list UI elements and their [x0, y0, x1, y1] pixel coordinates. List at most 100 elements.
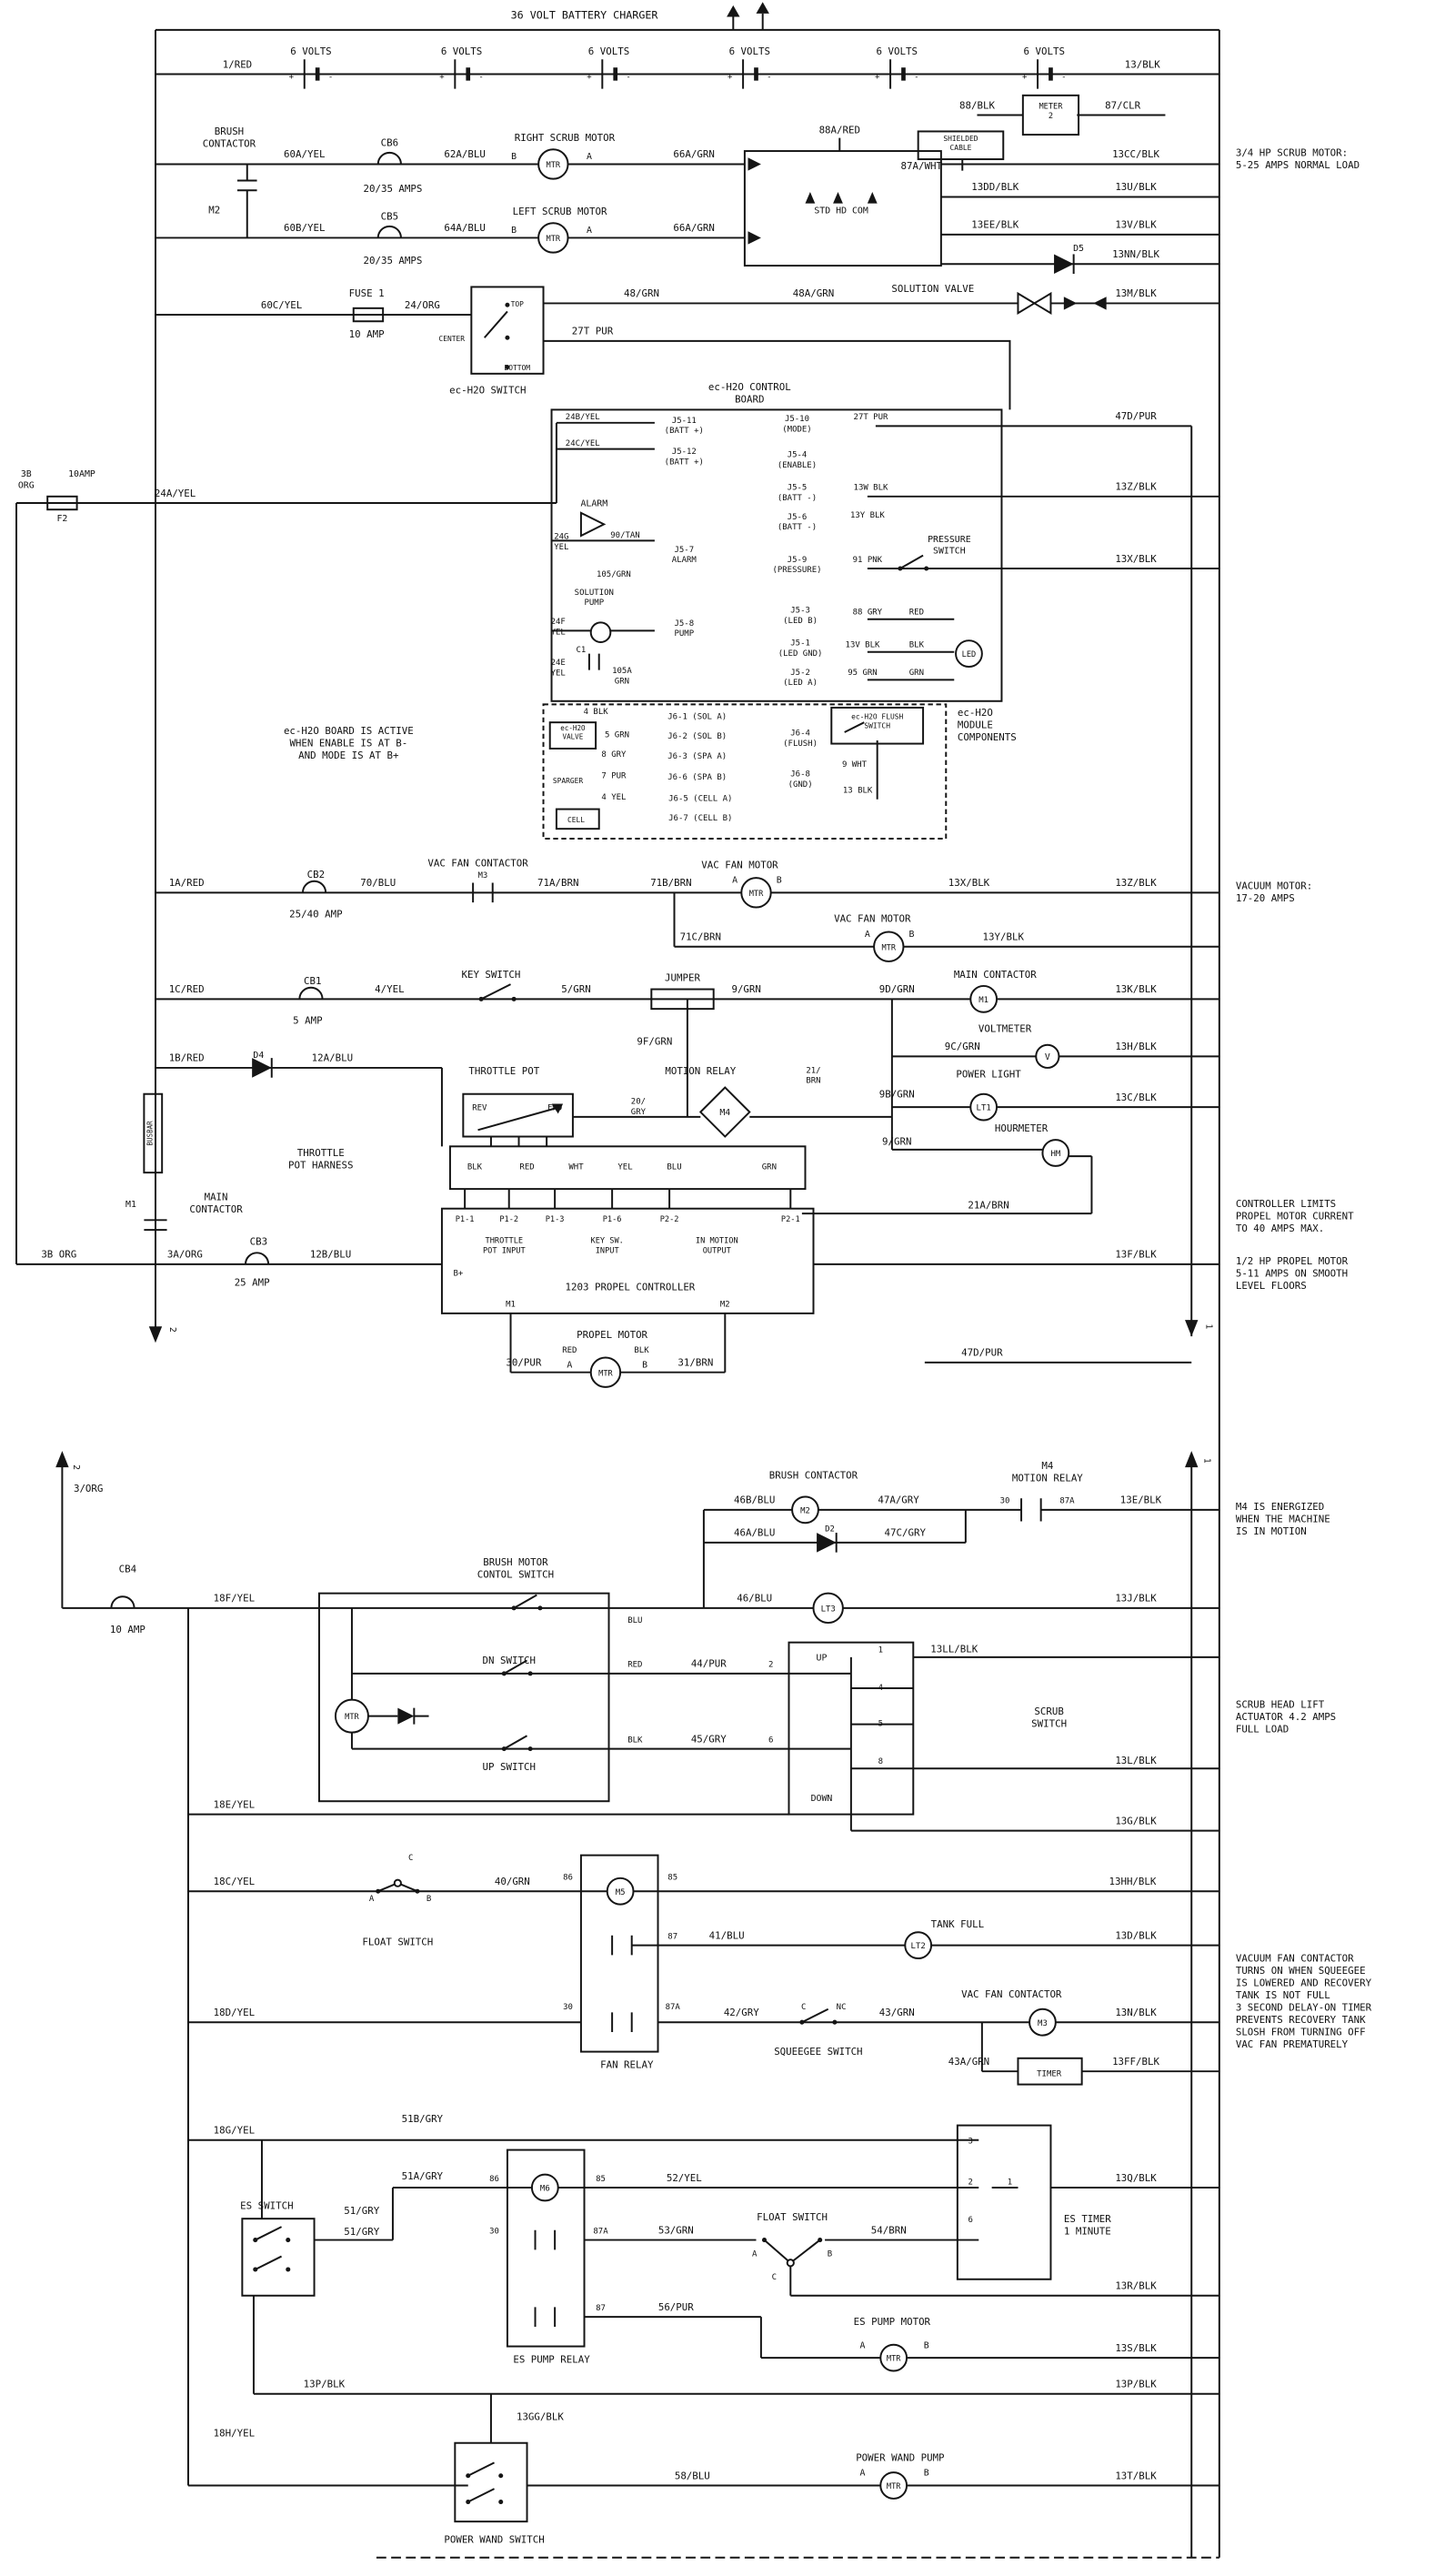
wire-label: P1-2	[499, 1215, 518, 1224]
wire-label: 13M/BLK	[1115, 287, 1157, 299]
wire-label: 13G/BLK	[1115, 1815, 1157, 1826]
wire-label: -	[626, 73, 630, 82]
wire-label: 88 GRY	[853, 608, 883, 617]
wire-label: 13K/BLK	[1115, 983, 1157, 995]
wire-label: -	[914, 73, 918, 82]
wire-label: 13V/BLK	[1115, 219, 1157, 231]
wire-label: 42/GRY	[724, 2007, 759, 2018]
wire-label: 1	[1008, 2178, 1012, 2187]
wire-label: 60B/YEL	[284, 222, 325, 234]
diode-brush-icon	[397, 1707, 415, 1725]
wire-label: 1	[1203, 1323, 1213, 1329]
wire-label: J5-4(ENABLE)	[778, 451, 817, 470]
wire-label: BLU	[627, 1616, 642, 1625]
wire-label: FAN RELAY	[600, 2059, 654, 2071]
wire-label: 13C/BLK	[1115, 1092, 1157, 1103]
wire-label: 88/BLK	[959, 99, 995, 111]
wire-label: 13Z/BLK	[1115, 481, 1157, 493]
wire-label: 3A/ORG	[167, 1249, 203, 1261]
wire-label: SPARGER	[553, 777, 584, 785]
wire-label: JUMPER	[665, 972, 700, 984]
float-switch-pivot-2	[786, 2259, 795, 2268]
wire-label: 10AMP	[68, 469, 95, 479]
wire-label: 20/GRY	[631, 1098, 647, 1117]
wire-label: BLK	[909, 640, 925, 649]
wire-label: BLK	[467, 1163, 483, 1172]
wire-label: 13V BLK	[846, 640, 880, 649]
led-icon	[955, 639, 983, 668]
wire-label: NC	[837, 2003, 847, 2012]
wire-label: 24C/YEL	[566, 439, 600, 448]
wire-label: 6	[768, 1736, 773, 1745]
wire-label: J6-6 (SPA B)	[667, 773, 727, 782]
wire-label: 6	[968, 2216, 973, 2225]
wire-label: 13Z/BLK	[1115, 877, 1157, 889]
wire-label: C1	[577, 646, 587, 655]
es-pump-motor-icon	[879, 2343, 908, 2372]
wire-label: 71B/BRN	[650, 877, 691, 889]
wire-label: J6-4(FLUSH)	[783, 730, 818, 749]
circuit-breaker-icons	[110, 151, 402, 1608]
shielded-cable-box	[917, 130, 1005, 161]
wire-label: 13X/BLK	[1115, 553, 1157, 565]
charger-arrow-icon	[727, 5, 740, 17]
wire-label: 62A/BLU	[444, 148, 485, 160]
wire-label: 51A/GRY	[402, 2170, 444, 2182]
wire-label: 13R/BLK	[1115, 2280, 1157, 2292]
wire-label: 1203 PROPEL CONTROLLER	[566, 1282, 696, 1293]
wire-label: CB2	[307, 869, 325, 880]
es-relay-coil-icon	[530, 2173, 559, 2202]
wire-label: B	[511, 152, 517, 162]
switch-blades	[255, 310, 924, 2503]
wire-label: POWER LIGHT	[956, 1069, 1021, 1081]
wire-label: J6-1 (SOL A)	[667, 713, 727, 722]
annotation-scrub-motor: 3/4 HP SCRUB MOTOR:5-25 AMPS NORMAL LOAD	[1236, 146, 1360, 170]
battery-long-plates	[303, 59, 1039, 89]
wire-label: CB3	[250, 1235, 267, 1247]
wire-label: 13W BLK	[854, 484, 888, 493]
voltmeter-icon	[1035, 1043, 1060, 1069]
diagram-title: 36 VOLT BATTERY CHARGER	[511, 8, 659, 21]
wire-label: BLK	[634, 1346, 649, 1355]
wire-label: FWD	[547, 1104, 562, 1113]
wire-label: 13/BLK	[1125, 58, 1160, 70]
wire-label: 4/YEL	[375, 983, 404, 995]
es-relay-box	[506, 2148, 586, 2348]
wire-label: C	[408, 1854, 413, 1863]
solution-valve-icon	[1017, 291, 1037, 315]
wire-label: M1	[125, 1200, 136, 1210]
wire-label: 46/BLU	[737, 1593, 772, 1605]
ech2o-switch-box	[470, 286, 545, 375]
wire-label: 47A/GRY	[878, 1494, 919, 1506]
offpage-arrow-1-down	[1185, 1320, 1199, 1337]
symbol-layer	[46, 2, 1199, 2505]
wire-label: 13P/BLK	[304, 2379, 346, 2390]
wire-label: -	[328, 73, 333, 82]
wire-label: V	[1045, 1052, 1050, 1062]
lt3-light-icon	[812, 1592, 844, 1625]
vac-fan-motor-1-icon	[740, 877, 772, 909]
wire-label: P1-1	[456, 1215, 475, 1224]
es-timer-box	[956, 2124, 1052, 2280]
wire-label: ec-H2O SWITCH	[449, 384, 526, 396]
wire-label: MAIN CONTACTOR	[954, 969, 1037, 981]
motor-left-scrub: MTR	[547, 235, 561, 244]
pot-arrow-icon	[551, 1103, 564, 1114]
wire-label: 46A/BLU	[734, 1527, 775, 1539]
wire-label: A	[752, 2250, 758, 2259]
wire-label: 13P/BLK	[1115, 2379, 1157, 2390]
wire-label: M6	[540, 2185, 550, 2194]
motor-propel: MTR	[598, 1369, 613, 1378]
wire-label: 60C/YEL	[261, 299, 302, 311]
wire-label: 9/GRN	[882, 1136, 911, 1148]
